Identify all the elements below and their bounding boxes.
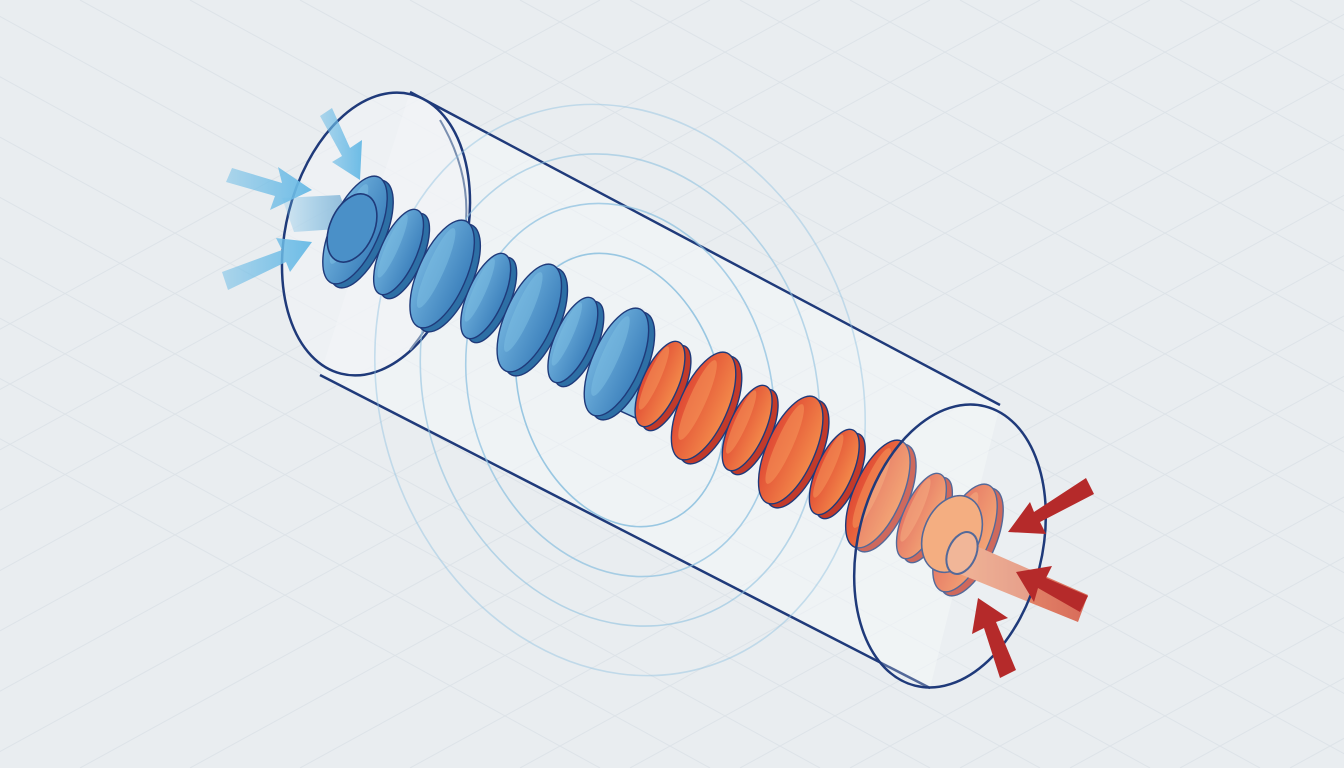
- screw-flight-highlight: [464, 258, 495, 322]
- grid-line: [1289, 737, 1344, 768]
- blue-arrow-icon: [226, 167, 312, 210]
- grid-line: [409, 255, 1344, 768]
- screw-flight-highlight: [813, 434, 844, 498]
- screw-flight-highlight: [638, 346, 670, 410]
- grid-line: [1289, 0, 1344, 31]
- screw-flight-highlight: [591, 316, 630, 396]
- screw-flight-highlight: [504, 272, 543, 352]
- screw-flight: [634, 340, 686, 428]
- grid-line: [1069, 617, 1344, 768]
- wave-ring: [373, 103, 867, 677]
- grid-line: [0, 0, 821, 451]
- grid-line: [739, 0, 1344, 332]
- screw-flight-highlight: [678, 360, 717, 440]
- shaft-right-collar: [945, 531, 979, 575]
- grid-line: [959, 556, 1344, 768]
- screw-flight: [547, 296, 599, 384]
- red-arrow-icon: [1008, 478, 1094, 534]
- screw-flight-highlight: [416, 228, 456, 308]
- screw-flight: [460, 252, 512, 340]
- screw-flight-highlight: [551, 302, 583, 366]
- blue-arrow-icon: [222, 238, 312, 290]
- screw-flight-highlight: [765, 404, 804, 484]
- screw-flight-highlight: [377, 214, 408, 278]
- cylinder-bottom-edge: [319, 373, 931, 690]
- screw-flight: [372, 208, 425, 296]
- screw-collar-left: [326, 193, 378, 263]
- grid-line: [299, 194, 1344, 768]
- grid-line: [849, 0, 1344, 272]
- grid-line: [1179, 0, 1344, 91]
- grid-line: [1179, 677, 1344, 768]
- screw-flight: [721, 384, 773, 472]
- grid-line: [849, 496, 1344, 768]
- grid-line: [0, 438, 601, 768]
- outflow-arrows: [972, 478, 1094, 678]
- screw-flight-highlight: [900, 478, 931, 542]
- inflow-arrows: [222, 108, 362, 290]
- red-arrow-icon: [972, 598, 1016, 678]
- cylinder-top-edge: [409, 90, 1001, 407]
- grid-line: [519, 315, 1344, 768]
- shaft-right: [950, 538, 1088, 622]
- grid-line: [0, 0, 931, 511]
- red-arrow-icon: [1016, 566, 1088, 612]
- wave-ring: [464, 202, 776, 578]
- screw-flight-highlight: [725, 390, 757, 454]
- grid-line: [1069, 0, 1344, 151]
- blue-arrow-icon: [320, 108, 362, 180]
- grid-line: [959, 0, 1344, 212]
- screw-flight: [808, 428, 860, 516]
- grid-line: [739, 436, 1344, 768]
- wave-ring: [419, 153, 821, 627]
